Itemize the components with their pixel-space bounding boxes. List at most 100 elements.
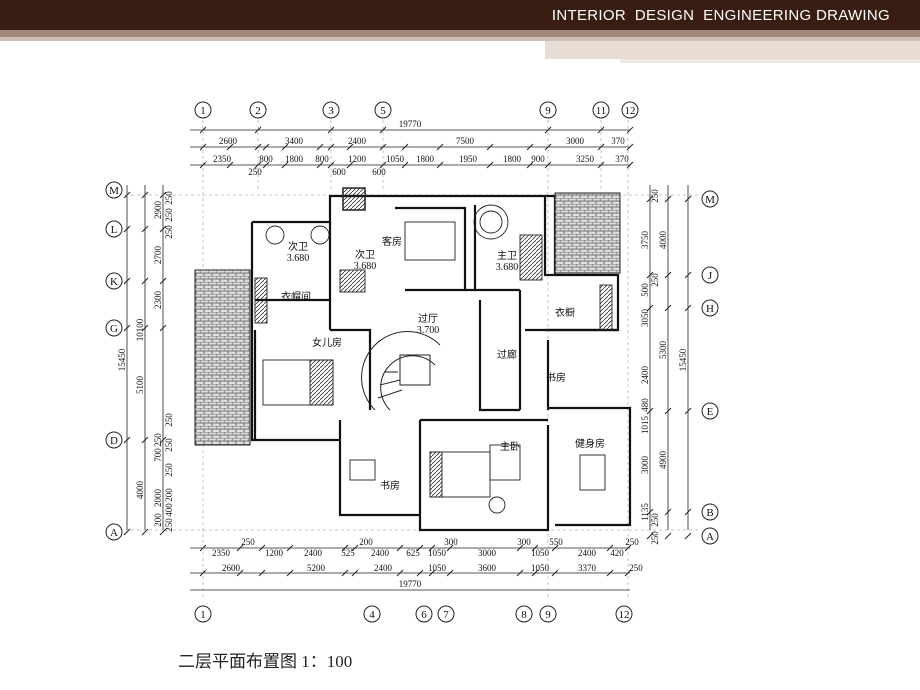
dim-left-small-8: 250 — [164, 518, 174, 532]
dim-top-row1-2: 2400 — [348, 136, 367, 146]
axis-bubble-right-E: E — [701, 402, 719, 420]
dim-top-row3-2: 600 — [372, 167, 386, 177]
dim-top-row2-7: 1950 — [459, 154, 478, 164]
svg-text:K: K — [110, 276, 118, 288]
room-bath1-area: 3.680 — [287, 253, 310, 264]
dim-right-inner-1: 500 — [640, 283, 650, 297]
dim-left-small-1: 250 — [164, 208, 174, 222]
dim-top-row2-11: 370 — [615, 154, 629, 164]
dim-top-row1-1: 3400 — [285, 136, 304, 146]
dim-bottom-row2-2: 2400 — [374, 563, 393, 573]
dim-left-outer-2: 4000 — [135, 481, 145, 500]
dim-top-row2-4: 1200 — [348, 154, 367, 164]
axis-bubble-left-K: K — [105, 272, 123, 290]
axis-bubble-top-12: 12 — [621, 101, 639, 119]
dim-bottom-row2-3: 1050 — [428, 563, 447, 573]
axis-bubble-top-9: 9 — [539, 101, 557, 119]
dim-bottom-row1-7: 3000 — [478, 548, 497, 558]
dim-left-small-0: 250 — [164, 191, 174, 205]
axis-bubble-right-M: M — [701, 190, 719, 208]
dim-right-inner-7: 480 — [640, 398, 650, 412]
room-cloak2-label: 衣橱 — [555, 306, 575, 319]
dim-left-inner-6: 200 — [153, 513, 163, 527]
dim-bottom-row1-9: 2400 — [578, 548, 597, 558]
dim-right-small-0: 250 — [650, 189, 660, 203]
dim-left-small-2: 250 — [164, 225, 174, 239]
dim-left-small-6: 200 — [164, 488, 174, 502]
dim-top-row3-0: 250 — [248, 167, 262, 177]
dim-bottom-row1-6: 1050 — [428, 548, 447, 558]
axis-bubble-bottom-7: 7 — [437, 605, 455, 623]
room-study1-label: 书房 — [380, 479, 400, 492]
dim-bottom-row1-8: 1050 — [531, 548, 550, 558]
dim-right-inner-3: 2400 — [640, 366, 650, 385]
dim-left-inner-2: 2300 — [153, 291, 163, 310]
dim-top-row1-0: 2600 — [219, 136, 238, 146]
axis-bubble-right-B: B — [701, 503, 719, 521]
dim-top-row2-8: 1800 — [503, 154, 522, 164]
dim-right-outer-0: 4000 — [658, 231, 668, 250]
axis-bubble-left-D: D — [105, 431, 123, 449]
dim-bottom-small-4: 550 — [549, 537, 563, 547]
dim-left-outer-1: 5100 — [135, 376, 145, 395]
dim-bottom-row1-4: 2400 — [371, 548, 390, 558]
axis-bubble-top-1: 1 — [194, 101, 212, 119]
room-daughter-label: 女儿房 — [312, 336, 342, 349]
plan-caption: 二层平面布置图 1：100 — [178, 652, 353, 671]
dim-right-inner-4: 3000 — [640, 456, 650, 475]
dim-bottom-row2-5: 1050 — [531, 563, 550, 573]
svg-text:A: A — [706, 531, 714, 543]
header-band-light — [0, 37, 920, 41]
dim-left-total: 15450 — [117, 348, 127, 371]
axis-bubble-bottom-9: 9 — [539, 605, 557, 623]
svg-text:2: 2 — [255, 105, 261, 117]
dim-right-inner-6: 1015 — [640, 416, 650, 435]
dim-bottom-small-2: 300 — [444, 537, 458, 547]
room-guest-label: 客房 — [382, 235, 402, 248]
svg-text:12: 12 — [625, 105, 636, 117]
dim-top-row1-4: 3000 — [566, 136, 585, 146]
dim-bottom-row1-3: 525 — [341, 548, 355, 558]
dim-left-small-7: 400 — [164, 503, 174, 517]
dim-right-inner-0: 3750 — [640, 231, 650, 250]
dim-top-row2-2: 1800 — [285, 154, 304, 164]
dim-bottom-row1-2: 2400 — [304, 548, 323, 558]
dim-bottom-row1-1: 1200 — [265, 548, 284, 558]
dim-top-row2-1: 800 — [259, 154, 273, 164]
dim-bottom-row2-1: 5200 — [307, 563, 326, 573]
svg-text:5: 5 — [380, 105, 386, 117]
dim-top-row2-6: 1800 — [416, 154, 435, 164]
dim-right-small-3: 250 — [650, 531, 660, 545]
svg-text:1: 1 — [200, 105, 206, 117]
svg-text:A: A — [110, 527, 118, 539]
axis-bubble-top-3: 3 — [322, 101, 340, 119]
room-master-label: 主卧 — [500, 440, 520, 453]
svg-text:G: G — [110, 323, 118, 335]
dim-bottom-row2-4: 3600 — [478, 563, 497, 573]
room-corridor-label: 过廊 — [497, 348, 517, 361]
dim-bottom-small-3: 300 — [517, 537, 531, 547]
svg-text:1: 1 — [200, 609, 206, 621]
dim-left-small-4: 250 — [164, 438, 174, 452]
dim-top-total: 19770 — [399, 119, 422, 129]
svg-text:6: 6 — [421, 609, 427, 621]
dim-bottom-row2-6: 3370 — [578, 563, 597, 573]
dim-bottom-row1-10: 420 — [610, 548, 624, 558]
dim-right-total: 15450 — [678, 348, 688, 371]
svg-text:3: 3 — [328, 105, 334, 117]
dim-left-small-3: 250 — [164, 413, 174, 427]
dim-left-inner-5: 2000 — [153, 489, 163, 508]
header-title: INTERIOR DESIGN ENGINEERING DRAWING — [551, 7, 890, 24]
room-bath2-area: 3.680 — [354, 261, 377, 272]
dim-bottom-small-1: 200 — [359, 537, 373, 547]
dim-top-row1-3: 7500 — [456, 136, 475, 146]
axis-bubble-left-M: M — [105, 181, 123, 199]
dim-bottom-row2-7: 250 — [629, 563, 643, 573]
axis-bubble-bottom-12: 12 — [615, 605, 633, 623]
axis-bubble-left-A: A — [105, 523, 123, 541]
dim-bottom-small-0: 250 — [241, 537, 255, 547]
header-band-accent-thin — [620, 59, 920, 63]
dim-right-inner-2: 3050 — [640, 309, 650, 328]
svg-text:J: J — [708, 270, 713, 282]
